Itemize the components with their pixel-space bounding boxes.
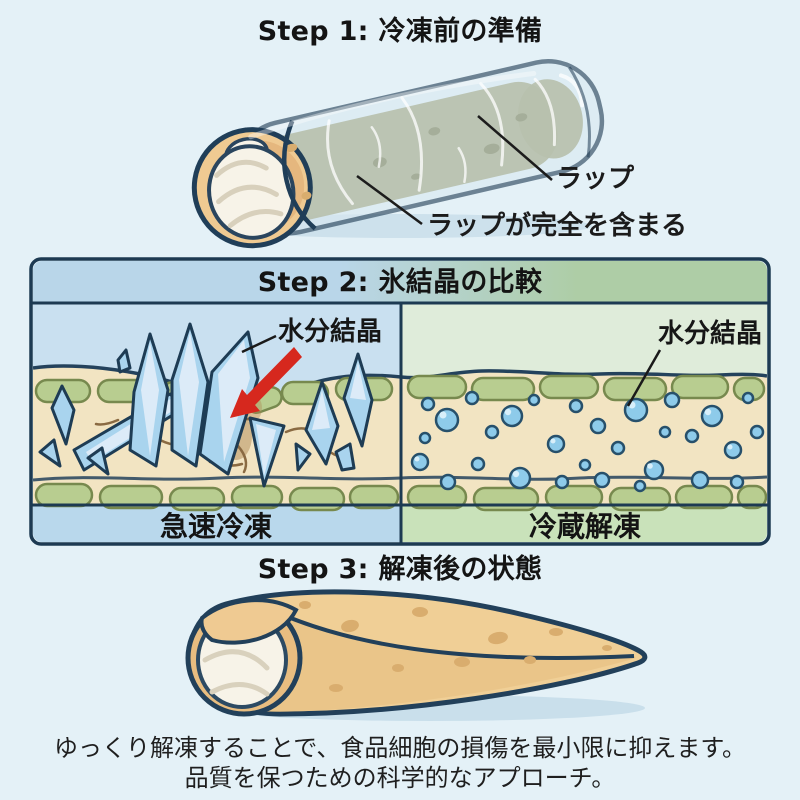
fridge-thaw-caption: 冷蔵解凍 (528, 510, 641, 543)
step2-title: Step 2: 氷結晶の比較 (257, 267, 543, 298)
crepe-flap (199, 598, 299, 645)
wrap-highlights (248, 70, 585, 206)
step2-box-border (29, 257, 771, 546)
right-crystal-pointer-line (626, 349, 662, 407)
thawed-crepe-illustration (185, 589, 648, 721)
step3-title: Step 3: 解凍後の状態 (257, 554, 543, 585)
large-ice-crystals (38, 322, 374, 488)
fridge-thaw-caption-band (401, 505, 767, 542)
wrapped-crepe-illustration (191, 58, 605, 249)
right-crystal-label: 水分結晶 (658, 319, 763, 349)
left-crystal-label: 水分結晶 (278, 317, 383, 347)
water-droplets (410, 390, 765, 493)
footer-line2: 品質を保つための科学的なアプローチ。 (184, 764, 616, 792)
crepe-spots (299, 601, 612, 692)
wrap-full-pointer-line (356, 174, 423, 226)
rapid-freeze-caption-band (33, 505, 401, 542)
step1-title: Step 1: 冷凍前の準備 (257, 16, 543, 47)
cream-filling (207, 137, 296, 240)
wrap-pointer-line (477, 115, 553, 181)
wrap-end-cap (568, 66, 591, 158)
damage-arrow-icon (230, 347, 302, 418)
left-crystal-pointer-line (241, 334, 277, 354)
step2-header-band (33, 261, 767, 304)
wrap-coverage-label: ラップが完全を含まる (427, 211, 688, 241)
footer-line1: ゆっくり解凍することで、食品細胞の損傷を最小限に抑えます。 (54, 734, 746, 762)
comparison-box-illustration (29, 257, 771, 546)
rapid-freeze-caption: 急速冷凍 (159, 510, 272, 543)
wrap-label: ラップ (556, 164, 635, 194)
wrap-edge (282, 120, 317, 231)
